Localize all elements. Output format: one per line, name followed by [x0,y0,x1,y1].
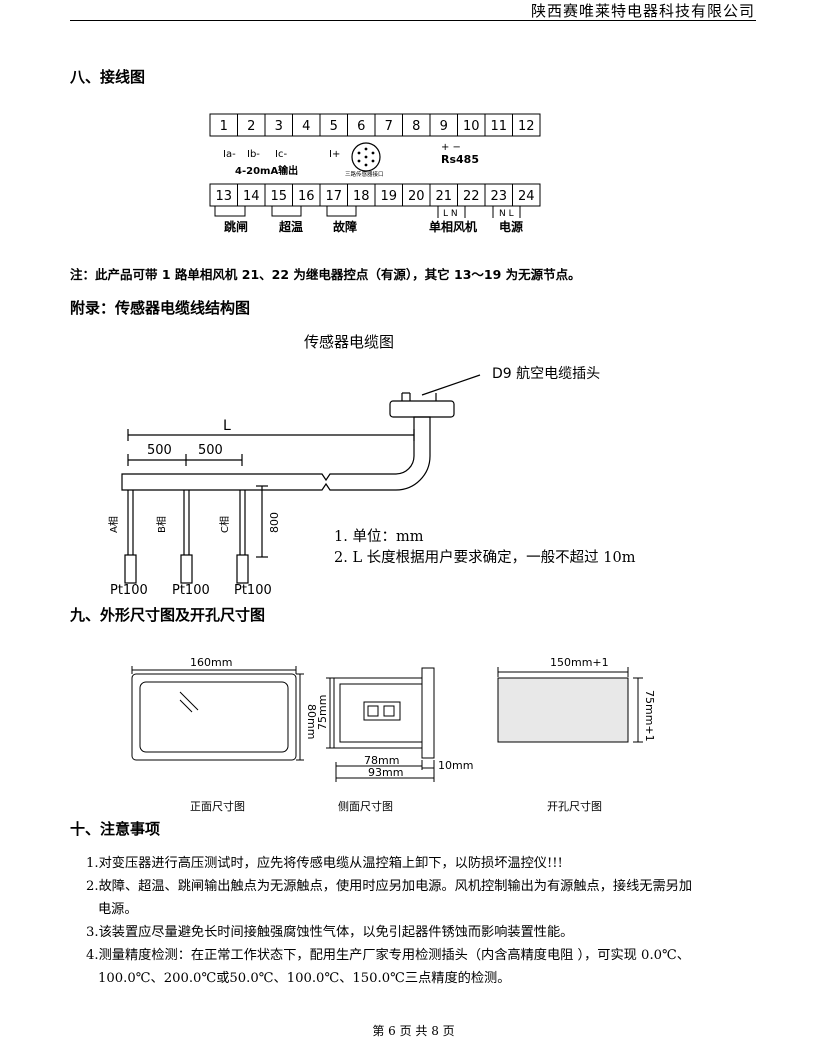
phase-c-label: C相 [218,516,231,533]
terminal-number: 14 [243,189,260,204]
notice-item-3: 3.该装置应尽量避免长时间接触强腐蚀性气体，以免引起器件锈蚀而影响装置性能。 [86,925,574,940]
terminal-number: 17 [325,189,342,204]
caption-side: 侧面尺寸图 [338,799,393,813]
side-height-label: 75mm [316,695,329,730]
sensor-connector-icon [351,142,381,172]
label-sensor-port: 三路传感器接口 [345,170,384,178]
probe-b-label: Pt100 [172,583,210,598]
terminal-number: 11 [490,119,507,134]
label-output: 4-20mA输出 [235,164,298,177]
terminal-number: 15 [270,189,287,204]
probe-c-label: Pt100 [234,583,272,598]
terminal-number: 4 [302,119,310,134]
terminal-number: 7 [385,119,393,134]
section10-title: 十、注意事项 [70,820,161,838]
connector-pins-icon [357,147,375,167]
terminal-number: 16 [298,189,315,204]
label-fan: 单相风机 [429,219,477,234]
dim-800: 800 [268,512,281,533]
dimension-drawings: 160mm 80mm 75mm 78mm 93mm 10mm 150mm+1 7… [131,656,656,813]
terminal-number: 24 [518,189,535,204]
terminal-box [512,183,541,207]
dim-length: L [223,418,231,434]
side-flange-label: 10mm [438,759,473,772]
appendix-title: 附录：传感器电缆线结构图 [70,299,251,317]
terminal-number: 8 [412,119,420,134]
phase-b-label: B相 [155,516,168,533]
terminal-number: 23 [490,189,507,204]
label-ia: Ia- [223,149,236,160]
front-height-label: 80mm [305,704,318,739]
cable-diagram: D9 航空电缆插头 L 500 500 800 A相 B相 C相 Pt100 P… [107,366,600,598]
probe-a-label: Pt100 [110,583,148,598]
section8-note: 注：此产品可带 1 路单相风机 21、22 为继电器控点（有源），其它 13～1… [70,267,581,282]
terminal-number: 12 [518,119,535,134]
terminal-box [512,113,541,137]
label-overtemp: 超温 [278,219,303,234]
terminal-number: 3 [275,119,283,134]
terminal-number: 19 [380,189,397,204]
label-ib: Ib- [247,149,260,160]
header-divider [70,20,756,21]
page-number: 第 6 页 共 8 页 [372,1024,455,1038]
terminal-number: 20 [408,189,425,204]
terminal-number: 22 [463,189,480,204]
terminal-number: 6 [357,119,365,134]
notice-item-2: 2.故障、超温、跳闸输出触点为无源触点，使用时应另加电源。风机控制输出为有源触点… [86,879,693,894]
notice-item-4-cont: 100.0℃、200.0℃或50.0℃、100.0℃、150.0℃三点精度的检测… [98,971,511,986]
notice-list: 1.对变压器进行高压测试时，应先将传感电缆从温控箱上卸下，以防损坏温控仪!!! … [86,852,766,990]
terminal-number: 5 [330,119,338,134]
notice-item-4: 4.测量精度检测：在正常工作状态下，配用生产厂家专用检测插头（内含高精度电阻 ）… [86,948,690,963]
cut-height-label: 75mm+1 [643,690,656,742]
cut-width-label: 150mm+1 [550,656,609,669]
section8-title: 八、接线图 [70,68,146,86]
terminal-row-bottom: 13 14 15 16 17 18 19 20 21 22 23 24 [209,183,541,207]
section9-title: 九、外形尺寸图及开孔尺寸图 [70,606,266,624]
dim-500-a: 500 [147,443,172,458]
cable-note-2: 2. L 长度根据用户要求确定，一般不超过 10m [334,550,636,566]
cable-diagram-title: 传感器电缆图 [304,333,395,351]
caption-front: 正面尺寸图 [190,799,245,813]
cable-note-1: 1. 单位：mm [334,529,424,545]
terminal-number: 21 [435,189,452,204]
label-power: 电源 [499,219,523,234]
connector-label: D9 航空电缆插头 [492,366,600,382]
label-ic: Ic- [275,149,287,160]
terminal-number: 9 [440,119,448,134]
label-fan-ln: L N [443,209,458,219]
caption-cut: 开孔尺寸图 [547,799,602,813]
terminal-number: 13 [215,189,232,204]
terminal-number: 10 [463,119,480,134]
terminal-number: 2 [247,119,255,134]
label-rs485-polarity: + − [441,142,461,153]
notice-item-1: 1.对变压器进行高压测试时，应先将传感电缆从温控箱上卸下，以防损坏温控仪!!! [86,856,563,871]
company-name: 陕西赛唯莱特电器科技有限公司 [530,2,755,20]
label-power-nl: N L [499,209,514,219]
side-depth2-label: 93mm [368,766,403,779]
terminal-number: 18 [353,189,370,204]
side-depth1-label: 78mm [364,754,399,767]
notice-item-2-cont: 电源。 [98,902,138,917]
label-iplus: I+ [329,149,340,160]
terminal-number: 1 [220,119,228,134]
front-width-label: 160mm [190,656,232,669]
label-trip: 跳闸 [224,219,248,234]
phase-a-label: A相 [107,516,120,533]
output-brackets [214,206,521,218]
label-fault: 故障 [333,219,357,234]
label-rs485: Rs485 [441,153,479,166]
dim-500-b: 500 [198,443,223,458]
